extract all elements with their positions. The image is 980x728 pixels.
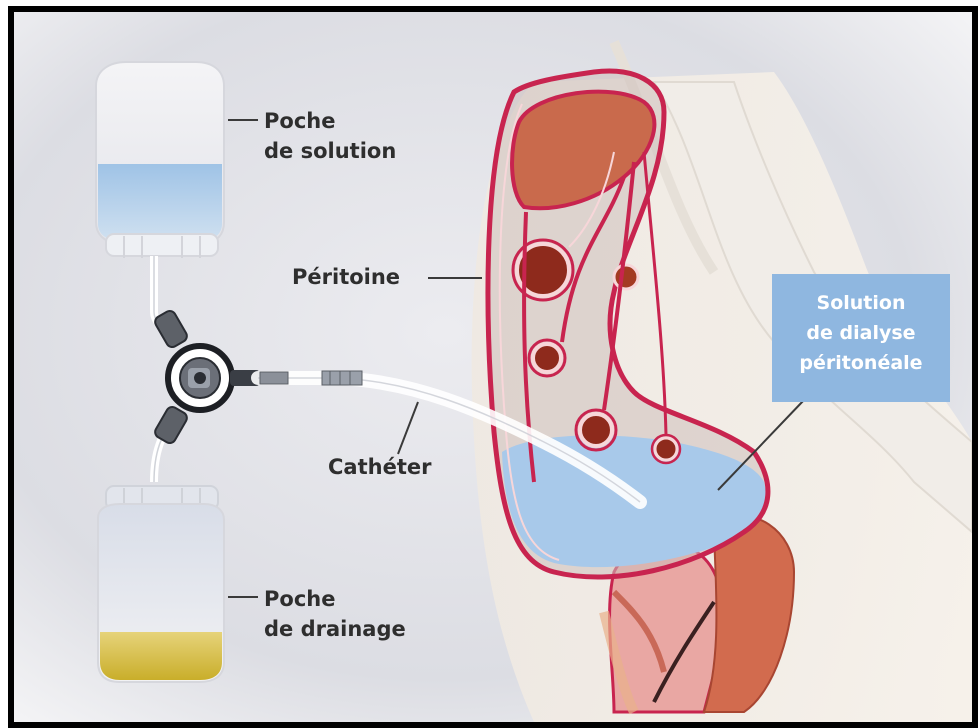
peritoneum-label: Péritoine <box>292 262 400 292</box>
intestine-loop <box>580 414 612 446</box>
intestine-loop <box>614 265 638 289</box>
dialysis-solution-line1: Solution <box>772 288 950 318</box>
solution-bag-label: Poche de solution <box>264 106 396 166</box>
intestine-loop <box>533 344 561 372</box>
diagram-frame: Poche de solution Péritoine Cathéter Poc… <box>8 6 978 728</box>
catheter-label: Cathéter <box>328 452 431 482</box>
dialysis-solution-callout: Solution de dialyse péritonéale <box>772 274 950 402</box>
drainage-bag-label-line1: Poche <box>264 584 406 614</box>
iv-bag-icon <box>96 62 224 258</box>
solution-bag-label-line1: Poche <box>264 106 396 136</box>
drainage-bag-label: Poche de drainage <box>264 584 406 644</box>
dialysis-solution-line2: de dialyse <box>772 318 950 348</box>
drainage-bag-icon <box>98 486 224 682</box>
solution-bag-label-line2: de solution <box>264 136 396 166</box>
intestine-loop <box>655 438 677 460</box>
drainage-bag-label-line2: de drainage <box>264 614 406 644</box>
dialysis-solution-line3: péritonéale <box>772 348 950 378</box>
